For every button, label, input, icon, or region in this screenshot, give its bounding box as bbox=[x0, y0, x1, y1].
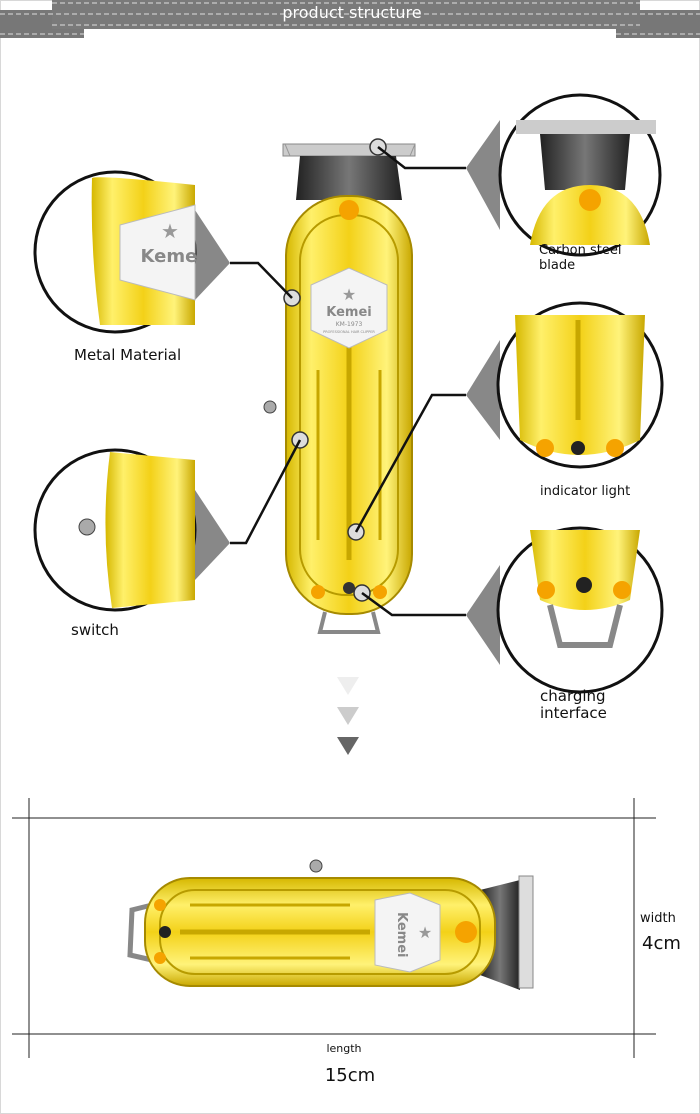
width-label: width bbox=[640, 911, 676, 926]
callout-label-switch: switch bbox=[71, 621, 119, 639]
callout-metal-material: ★ Kemei bbox=[33, 170, 230, 334]
switch-button bbox=[263, 400, 277, 414]
brand-model: KM-1973 bbox=[336, 321, 363, 328]
svg-text:★: ★ bbox=[161, 219, 179, 243]
callout-indicator-light bbox=[466, 301, 664, 469]
header-banner: product structure bbox=[0, 0, 700, 38]
svg-text:Kemei: Kemei bbox=[141, 246, 204, 267]
clipper-side-view: Kemei ★ bbox=[127, 859, 534, 990]
callout-switch bbox=[33, 448, 230, 612]
length-label: length bbox=[326, 1042, 361, 1055]
clipper-front-view: ★ Kemei KM-1973 PROFESSIONAL HAIR CLIPPE… bbox=[263, 138, 416, 634]
svg-text:Kemei: Kemei bbox=[394, 912, 409, 957]
brand-tagline: PROFESSIONAL HAIR CLIPPER bbox=[323, 330, 375, 334]
length-value: 15cm bbox=[325, 1065, 375, 1086]
dimension-lines bbox=[12, 798, 656, 1058]
width-value: 4cm bbox=[642, 933, 681, 954]
callout-label-charging-2: interface bbox=[540, 704, 607, 722]
down-arrows-icon bbox=[337, 677, 359, 755]
brand-star-icon: ★ bbox=[342, 285, 356, 304]
leader-lines bbox=[230, 146, 466, 617]
header-title: product structure bbox=[282, 3, 421, 22]
brand-name: Kemei bbox=[326, 305, 371, 320]
callout-label-blade-1: Carbon steel bbox=[539, 243, 621, 258]
callout-label-blade-2: blade bbox=[539, 258, 575, 273]
callout-label-charging-1: charging bbox=[540, 687, 606, 705]
callout-label-metal-material: Metal Material bbox=[74, 346, 181, 364]
svg-text:★: ★ bbox=[418, 923, 432, 942]
callout-charging-interface bbox=[466, 526, 664, 694]
callout-blade bbox=[466, 93, 662, 257]
callout-label-indicator-light: indicator light bbox=[540, 484, 630, 499]
